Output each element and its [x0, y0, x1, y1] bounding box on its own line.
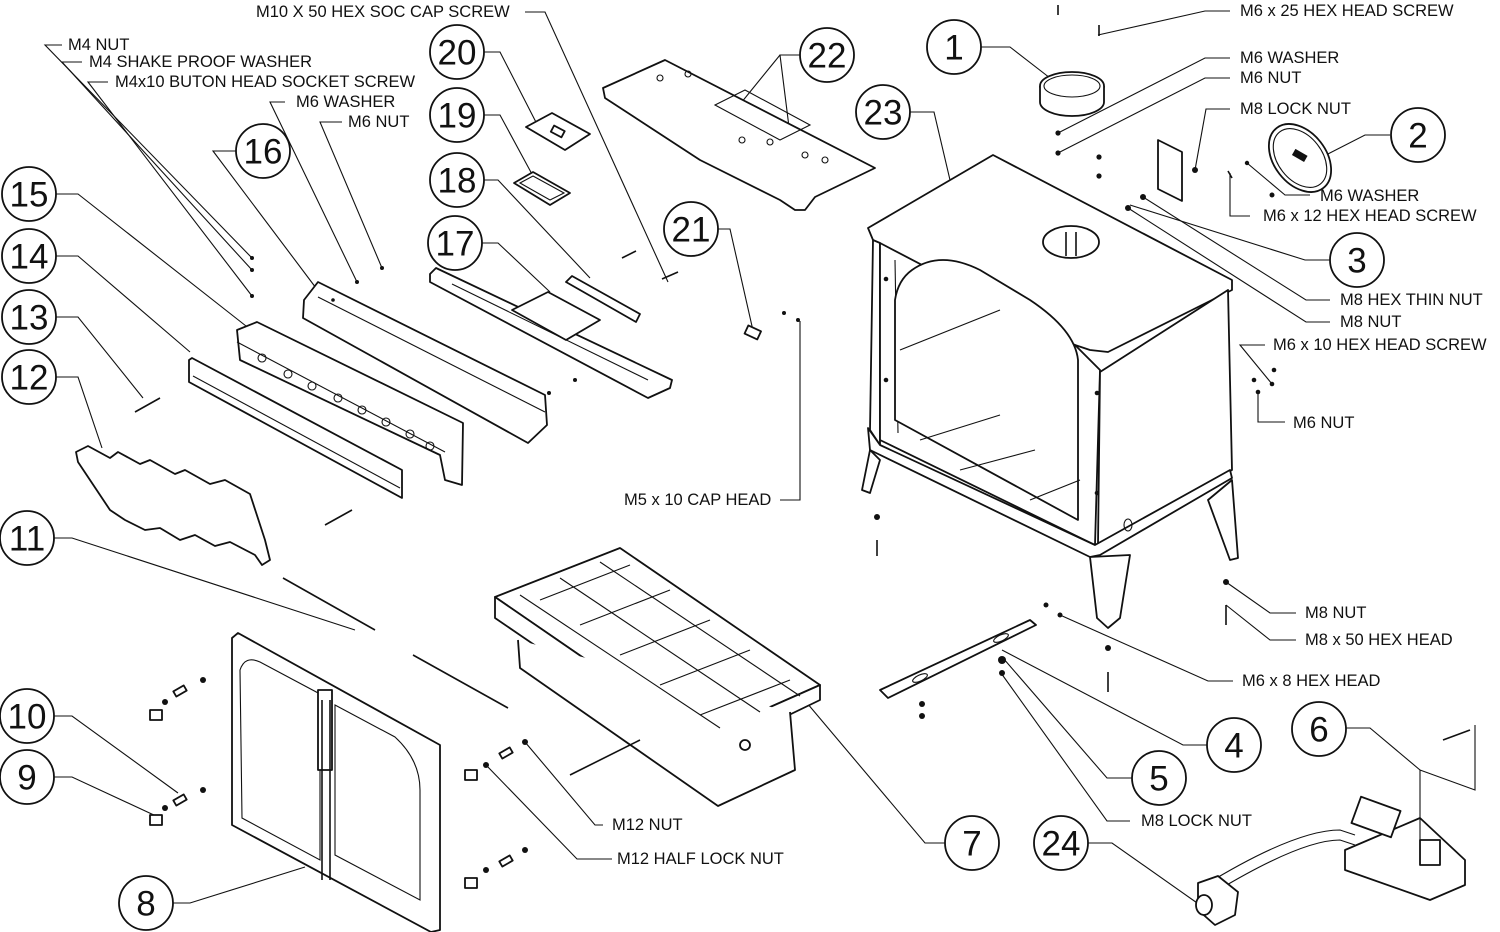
- svg-text:18: 18: [438, 162, 477, 201]
- label-m8-hex-thin-nut: M8 HEX THIN NUT: [1340, 291, 1483, 309]
- balloon-8: 8: [118, 875, 174, 931]
- label-m4x10-buton-head-socket-screw: M4x10 BUTON HEAD SOCKET SCREW: [115, 73, 416, 91]
- part-4-support-bracket: [879, 367, 1277, 719]
- part-18-strip: [565, 275, 641, 323]
- label-m6-washer-top: M6 WASHER: [1240, 49, 1340, 67]
- svg-text:6: 6: [1309, 711, 1328, 750]
- label-m12-half-lock-nut: M12 HALF LOCK NUT: [617, 850, 784, 868]
- balloon-15: 15: [1, 166, 57, 222]
- svg-text:17: 17: [436, 225, 475, 264]
- part-21-spacer: [743, 311, 800, 341]
- svg-text:23: 23: [864, 94, 903, 133]
- label-m6-nut-right: M6 NUT: [1293, 414, 1355, 432]
- part-11-rods: [282, 577, 509, 709]
- part-7-grate: [494, 547, 821, 807]
- svg-text:24: 24: [1042, 825, 1081, 864]
- balloon-16: 16: [235, 123, 291, 179]
- part-12-riddling-bar: [75, 445, 271, 566]
- label-m6x12-hex-head-screw: M6 x 12 HEX HEAD SCREW: [1263, 207, 1477, 225]
- svg-text:12: 12: [10, 359, 49, 398]
- svg-text:22: 22: [808, 37, 847, 76]
- balloon-9: 9: [0, 749, 55, 805]
- svg-text:19: 19: [438, 97, 477, 136]
- label-m5x10-cap-head: M5 x 10 CAP HEAD: [624, 491, 772, 509]
- part-17-channel: [429, 250, 679, 399]
- svg-text:5: 5: [1149, 760, 1168, 799]
- part-19-gasket: [513, 171, 571, 206]
- label-m10x50-hex-soc-cap-screw: M10 X 50 HEX SOC CAP SCREW: [256, 3, 510, 21]
- part-14-glass-strip: [188, 357, 403, 499]
- svg-text:2: 2: [1408, 117, 1427, 156]
- svg-text:11: 11: [9, 520, 45, 559]
- label-m6x8-hex-head: M6 x 8 HEX HEAD: [1242, 672, 1381, 690]
- label-m8-lock-nut-top: M8 LOCK NUT: [1240, 100, 1351, 118]
- part-8-door-assembly: [149, 632, 528, 932]
- part-16-deflector: [250, 256, 548, 444]
- svg-text:21: 21: [672, 211, 711, 250]
- label-m4-shake-proof-washer: M4 SHAKE PROOF WASHER: [89, 53, 313, 71]
- label-m4-nut: M4 NUT: [68, 36, 130, 54]
- label-m6-nut-top: M6 NUT: [1240, 69, 1302, 87]
- part-20-cover-plate: [525, 112, 591, 151]
- svg-text:1: 1: [944, 29, 963, 68]
- balloon-23: 23: [855, 84, 911, 140]
- label-m6-washer-right: M6 WASHER: [1320, 187, 1420, 205]
- svg-text:7: 7: [962, 825, 981, 864]
- balloon-1: 1: [926, 19, 982, 75]
- balloon-20: 20: [429, 24, 485, 80]
- label-m6-washer-left: M6 WASHER: [296, 93, 396, 111]
- part-3-bracket: [1055, 130, 1198, 211]
- svg-text:14: 14: [10, 238, 49, 277]
- balloon-2: 2: [1390, 107, 1446, 163]
- part-22-baffle: [602, 59, 876, 211]
- part-24-primary-air-control: [1195, 795, 1466, 926]
- balloon-19: 19: [429, 87, 485, 143]
- balloon-3: 3: [1329, 232, 1385, 288]
- balloon-7: 7: [944, 815, 1000, 871]
- svg-text:3: 3: [1347, 242, 1366, 281]
- balloon-22: 22: [799, 27, 855, 83]
- svg-text:10: 10: [8, 698, 47, 737]
- balloon-13: 13: [1, 289, 57, 345]
- label-m8x50-hex-head: M8 x 50 HEX HEAD: [1305, 631, 1453, 649]
- svg-text:16: 16: [244, 133, 283, 172]
- part-13-pin: [134, 397, 353, 526]
- label-m6x10-hex-head-screw: M6 x 10 HEX HEAD SCREW: [1273, 336, 1487, 354]
- balloon-21: 21: [663, 201, 719, 257]
- balloon-11: 11: [0, 510, 55, 566]
- part-2-blanking-plate: [1227, 123, 1332, 198]
- balloon-12: 12: [1, 349, 57, 405]
- label-m8-nut-bottom: M8 NUT: [1305, 604, 1367, 622]
- balloon-18: 18: [429, 152, 485, 208]
- svg-text:13: 13: [10, 299, 49, 338]
- balloon-24: 24: [1033, 815, 1089, 871]
- part-15-air-tube: [236, 321, 464, 486]
- balloon-14: 14: [1, 228, 57, 284]
- svg-text:4: 4: [1224, 727, 1243, 766]
- balloon-10: 10: [0, 688, 55, 744]
- svg-text:8: 8: [136, 885, 155, 924]
- svg-text:9: 9: [17, 759, 36, 798]
- label-m6-nut-left: M6 NUT: [348, 113, 410, 131]
- label-m6x25-hex-head-screw: M6 x 25 HEX HEAD SCREW: [1240, 2, 1454, 20]
- label-m8-nut-right: M8 NUT: [1340, 313, 1402, 331]
- svg-text:20: 20: [438, 34, 477, 73]
- balloon-4: 4: [1206, 717, 1262, 773]
- part-1-flue-collar: [1039, 5, 1105, 117]
- part-23-stove-body: [861, 154, 1239, 629]
- svg-text:15: 15: [10, 176, 49, 215]
- part-6-thermocouple: [1419, 725, 1476, 840]
- balloon-5: 5: [1131, 750, 1187, 806]
- balloon-17: 17: [427, 215, 483, 271]
- label-m12-nut: M12 NUT: [612, 816, 683, 834]
- label-m8-lock-nut-bottom: M8 LOCK NUT: [1141, 812, 1252, 830]
- balloon-6: 6: [1291, 701, 1347, 757]
